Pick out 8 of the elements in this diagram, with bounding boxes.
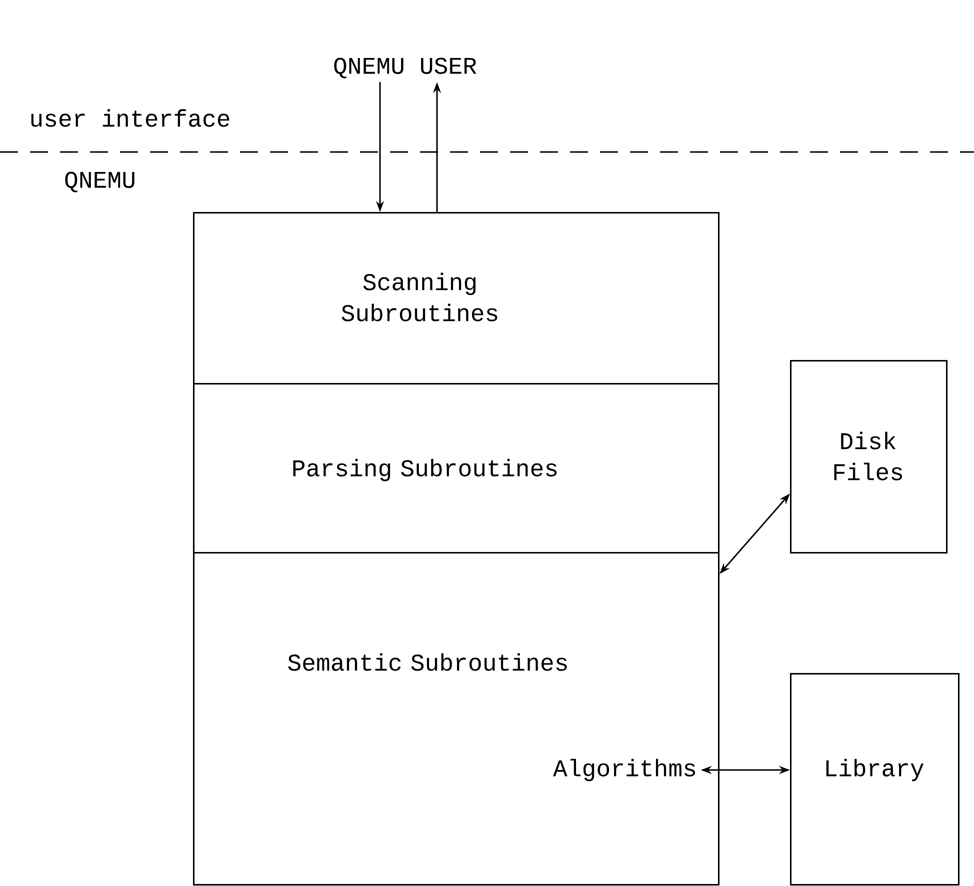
- node-label: QNEMU USER: [334, 58, 476, 78]
- region-label: QNEMU: [65, 172, 134, 192]
- layer-box: Scanning Subroutines: [193, 212, 720, 384]
- node-label: Algorithms: [553, 758, 696, 782]
- component-box: Library: [790, 673, 960, 886]
- region-label: user interface: [31, 109, 230, 127]
- component-box: Disk Files: [790, 360, 948, 554]
- layer-box: Parsing Subroutines: [193, 383, 720, 554]
